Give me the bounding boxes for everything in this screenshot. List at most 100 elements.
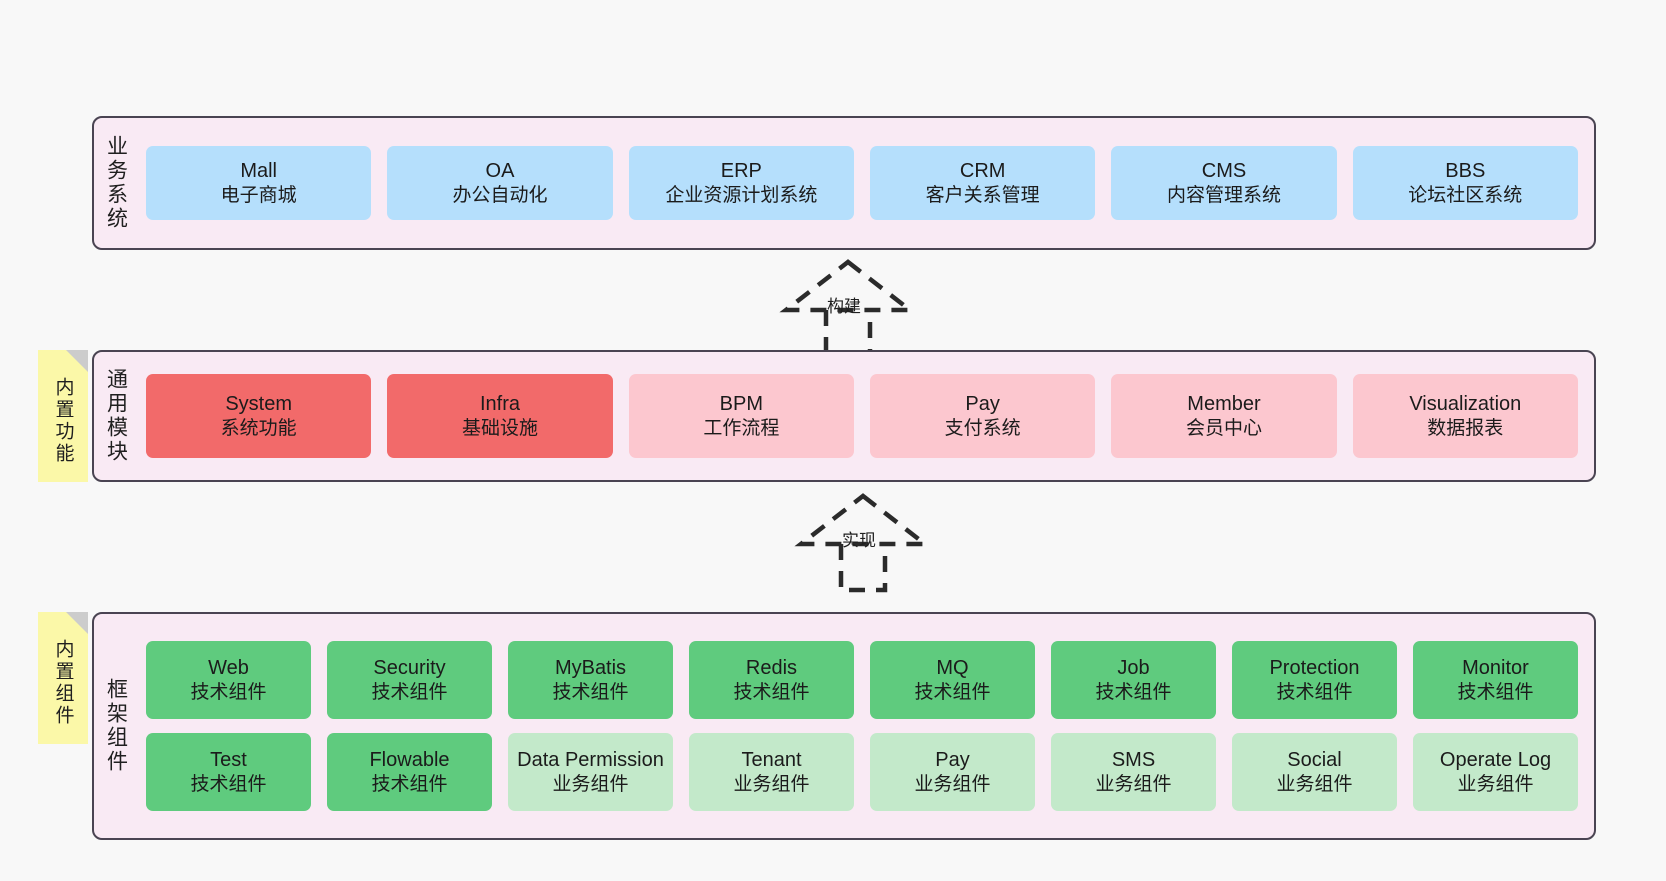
card-bpm[interactable]: BPM 工作流程 <box>628 374 854 458</box>
layer-framework-components: 框架组件 Web 技术组件 Security 技术组件 MyBatis 技术组件… <box>92 612 1596 840</box>
layer-title-common-modules: 通用模块 <box>104 368 128 464</box>
card-operate-log[interactable]: Operate Log 业务组件 <box>1413 733 1578 811</box>
card-title: System <box>225 392 292 415</box>
card-title: Operate Log <box>1439 748 1552 771</box>
connector-build: 构建 <box>760 258 930 359</box>
card-subtitle: 业务组件 <box>914 773 991 795</box>
card-subtitle: 业务组件 <box>1276 773 1353 795</box>
stem-line <box>838 544 888 593</box>
card-title: Job <box>1117 656 1150 679</box>
card-pay[interactable]: Pay 支付系统 <box>869 374 1096 458</box>
card-subtitle: 系统功能 <box>220 417 297 439</box>
card-title: BPM <box>719 392 763 415</box>
card-bbs[interactable]: BBS 论坛社区系统 <box>1352 146 1578 220</box>
card-monitor[interactable]: Monitor 技术组件 <box>1413 641 1578 719</box>
note-builtin-component: 内置组件 <box>38 612 88 744</box>
card-subtitle: 技术组件 <box>1095 681 1172 703</box>
card-subtitle: 技术组件 <box>914 681 991 703</box>
card-title: SMS <box>1111 748 1156 771</box>
folded-corner-icon <box>66 350 88 372</box>
card-subtitle: 客户关系管理 <box>925 184 1040 206</box>
card-title: CMS <box>1201 159 1247 182</box>
connector-build-label: 构建 <box>827 297 861 316</box>
triangle-head-icon <box>794 493 932 547</box>
card-job[interactable]: Job 技术组件 <box>1051 641 1216 719</box>
card-subtitle: 工作流程 <box>703 417 780 439</box>
card-subtitle: 电子商城 <box>220 184 297 206</box>
layer-body-common-modules: System 系统功能 Infra 基础设施 BPM 工作流程 Pay 支付系统… <box>138 352 1594 480</box>
card-subtitle: 技术组件 <box>190 773 267 795</box>
card-title: Pay <box>935 748 970 771</box>
card-visualization[interactable]: Visualization 数据报表 <box>1352 374 1578 458</box>
card-crm[interactable]: CRM 客户关系管理 <box>869 146 1096 220</box>
layer-body-framework-components: Web 技术组件 Security 技术组件 MyBatis 技术组件 Redi… <box>138 614 1594 838</box>
card-redis[interactable]: Redis 技术组件 <box>689 641 854 719</box>
card-subtitle: 办公自动化 <box>452 184 548 206</box>
card-social[interactable]: Social 业务组件 <box>1232 733 1397 811</box>
card-subtitle: 技术组件 <box>1457 681 1534 703</box>
card-subtitle: 内容管理系统 <box>1166 184 1281 206</box>
card-title: MQ <box>936 656 969 679</box>
card-subtitle: 数据报表 <box>1427 417 1504 439</box>
card-mq[interactable]: MQ 技术组件 <box>870 641 1035 719</box>
card-infra[interactable]: Infra 基础设施 <box>387 374 613 458</box>
card-system[interactable]: System 系统功能 <box>146 374 372 458</box>
note-builtin-function: 内置功能 <box>38 350 88 482</box>
card-title: Pay <box>965 392 1000 415</box>
card-erp[interactable]: ERP 企业资源计划系统 <box>628 146 854 220</box>
card-title: Redis <box>745 656 798 679</box>
card-title: Data Permission <box>517 748 664 771</box>
card-subtitle: 技术组件 <box>190 681 267 703</box>
card-subtitle: 技术组件 <box>1276 681 1353 703</box>
card-title: CRM <box>959 159 1006 182</box>
layer-common-modules: 通用模块 System 系统功能 Infra 基础设施 BPM 工作流程 Pay… <box>92 350 1596 482</box>
card-cms[interactable]: CMS 内容管理系统 <box>1111 146 1337 220</box>
card-mybatis[interactable]: MyBatis 技术组件 <box>508 641 673 719</box>
card-protection[interactable]: Protection 技术组件 <box>1232 641 1397 719</box>
card-data-permission[interactable]: Data Permission 业务组件 <box>508 733 673 811</box>
card-security[interactable]: Security 技术组件 <box>327 641 492 719</box>
card-subtitle: 业务组件 <box>1095 773 1172 795</box>
card-mall[interactable]: Mall 电子商城 <box>146 146 372 220</box>
card-subtitle: 技术组件 <box>371 773 448 795</box>
card-title: BBS <box>1445 159 1486 182</box>
card-web[interactable]: Web 技术组件 <box>146 641 311 719</box>
card-title: Security <box>373 656 446 679</box>
card-subtitle: 基础设施 <box>461 417 538 439</box>
card-title: Infra <box>479 392 520 415</box>
note-label: 内置功能 <box>52 377 74 465</box>
note-label: 内置组件 <box>52 639 74 727</box>
card-member[interactable]: Member 会员中心 <box>1111 374 1337 458</box>
connector-implement-label: 实现 <box>842 531 876 550</box>
card-sms[interactable]: SMS 业务组件 <box>1051 733 1216 811</box>
card-subtitle: 论坛社区系统 <box>1408 184 1523 206</box>
card-test[interactable]: Test 技术组件 <box>146 733 311 811</box>
layer-title-framework-components: 框架组件 <box>104 678 128 774</box>
card-subtitle: 企业资源计划系统 <box>665 184 818 206</box>
card-flowable[interactable]: Flowable 技术组件 <box>327 733 492 811</box>
card-oa[interactable]: OA 办公自动化 <box>387 146 613 220</box>
framework-tech-row: Web 技术组件 Security 技术组件 MyBatis 技术组件 Redi… <box>146 641 1578 719</box>
card-title: Flowable <box>369 748 450 771</box>
connector-implement: 实现 <box>775 492 945 593</box>
folded-corner-icon <box>66 612 88 634</box>
card-title: Member <box>1187 392 1261 415</box>
card-subtitle: 技术组件 <box>733 681 810 703</box>
card-subtitle: 业务组件 <box>733 773 810 795</box>
card-title: Web <box>208 656 249 679</box>
card-title: Visualization <box>1409 392 1522 415</box>
card-title: ERP <box>720 159 762 182</box>
card-title: Mall <box>240 159 277 182</box>
triangle-head-icon <box>779 259 917 313</box>
card-title: Tenant <box>741 748 802 771</box>
card-title: Social <box>1287 748 1342 771</box>
card-subtitle: 业务组件 <box>1457 773 1534 795</box>
card-pay-business[interactable]: Pay 业务组件 <box>870 733 1035 811</box>
card-subtitle: 业务组件 <box>552 773 629 795</box>
card-title: Protection <box>1269 656 1360 679</box>
card-title: Test <box>210 748 247 771</box>
card-tenant[interactable]: Tenant 业务组件 <box>689 733 854 811</box>
layer-title-business-system: 业务系统 <box>104 135 128 231</box>
card-title: MyBatis <box>554 656 627 679</box>
card-subtitle: 支付系统 <box>944 417 1021 439</box>
